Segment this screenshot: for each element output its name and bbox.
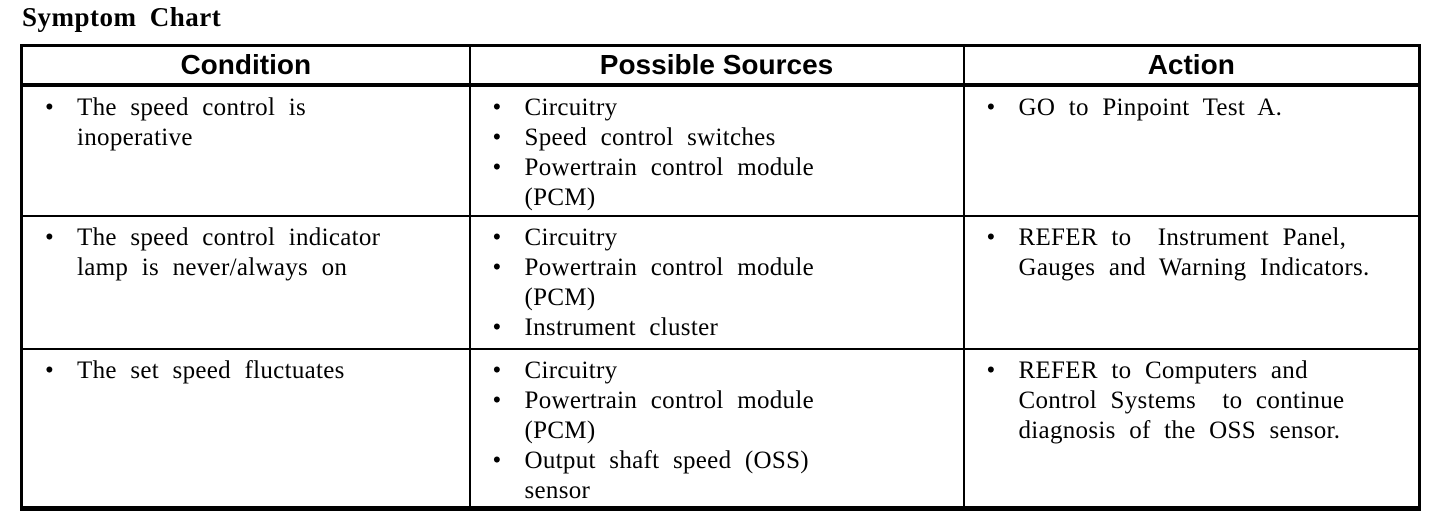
list-item: • REFER to Instrument Panel, Gauges and … bbox=[981, 223, 1409, 283]
bullet-icon: • bbox=[492, 446, 502, 474]
column-header-condition: Condition bbox=[20, 44, 471, 87]
column-header-possible-sources: Possible Sources bbox=[468, 44, 965, 87]
source-text: Powertrain control module (PCM) bbox=[524, 153, 814, 211]
list-item: • Instrument cluster bbox=[487, 313, 953, 343]
action-text: GO to Pinpoint Test A. bbox=[1018, 93, 1283, 121]
bullet-icon: • bbox=[492, 93, 502, 121]
condition-text: The speed control is inoperative bbox=[77, 93, 307, 151]
cell-possible-sources: • Circuitry • Powertrain control module … bbox=[468, 214, 965, 350]
action-text: REFER to Computers and Control Systems t… bbox=[1018, 356, 1345, 444]
condition-text: The set speed fluctuates bbox=[77, 356, 345, 384]
list-item: • The set speed fluctuates bbox=[39, 356, 459, 386]
list-item: • Circuitry bbox=[487, 356, 953, 386]
bullet-icon: • bbox=[492, 313, 502, 341]
action-text: REFER to Instrument Panel, Gauges and Wa… bbox=[1018, 223, 1370, 281]
bullet-icon: • bbox=[492, 153, 502, 181]
header-row: Condition Possible Sources Action bbox=[20, 44, 1421, 87]
column-header-action: Action bbox=[962, 44, 1421, 87]
list-item: • Speed control switches bbox=[487, 123, 953, 153]
source-text: Circuitry bbox=[524, 356, 618, 384]
source-text: Output shaft speed (OSS) sensor bbox=[524, 446, 809, 504]
list-item: • Output shaft speed (OSS) sensor bbox=[487, 446, 953, 506]
cell-action: • REFER to Instrument Panel, Gauges and … bbox=[962, 214, 1421, 350]
cell-action: • GO to Pinpoint Test A. bbox=[962, 83, 1421, 217]
condition-text: The speed control indicator lamp is neve… bbox=[77, 223, 381, 281]
bullet-icon: • bbox=[986, 93, 996, 121]
cell-condition: • The speed control indicator lamp is ne… bbox=[20, 214, 471, 350]
source-text: Speed control switches bbox=[524, 123, 776, 151]
bullet-icon: • bbox=[492, 123, 502, 151]
source-text: Circuitry bbox=[524, 93, 618, 121]
list-item: • Circuitry bbox=[487, 223, 953, 253]
list-item: • REFER to Computers and Control Systems… bbox=[981, 356, 1409, 446]
symptom-chart-table: Condition Possible Sources Action • The … bbox=[20, 44, 1421, 511]
table-row: • The set speed fluctuates • Circuitry •… bbox=[20, 347, 1421, 509]
list-item: • The speed control indicator lamp is ne… bbox=[39, 223, 459, 283]
page-title: Symptom Chart bbox=[22, 2, 222, 32]
bullet-icon: • bbox=[492, 223, 502, 251]
source-text: Instrument cluster bbox=[524, 313, 719, 341]
bullet-icon: • bbox=[45, 223, 55, 251]
list-item: • Powertrain control module (PCM) bbox=[487, 253, 953, 313]
table-row: • The speed control indicator lamp is ne… bbox=[20, 214, 1421, 350]
cell-possible-sources: • Circuitry • Speed control switches • P… bbox=[468, 83, 965, 217]
list-item: • GO to Pinpoint Test A. bbox=[981, 93, 1409, 123]
list-item: • Circuitry bbox=[487, 93, 953, 123]
source-text: Circuitry bbox=[524, 223, 618, 251]
bullet-icon: • bbox=[986, 223, 996, 251]
bullet-icon: • bbox=[492, 253, 502, 281]
list-item: • Powertrain control module (PCM) bbox=[487, 386, 953, 446]
list-item: • The speed control is inoperative bbox=[39, 93, 459, 153]
source-text: Powertrain control module (PCM) bbox=[524, 386, 814, 444]
table-row: • The speed control is inoperative • Cir… bbox=[20, 83, 1421, 217]
cell-condition: • The speed control is inoperative bbox=[20, 83, 471, 217]
list-item: • Powertrain control module (PCM) bbox=[487, 153, 953, 213]
cell-action: • REFER to Computers and Control Systems… bbox=[962, 347, 1421, 509]
bullet-icon: • bbox=[986, 356, 996, 384]
bullet-icon: • bbox=[45, 356, 55, 384]
cell-possible-sources: • Circuitry • Powertrain control module … bbox=[468, 347, 965, 509]
cell-condition: • The set speed fluctuates bbox=[20, 347, 471, 509]
source-text: Powertrain control module (PCM) bbox=[524, 253, 814, 311]
bullet-icon: • bbox=[45, 93, 55, 121]
bullet-icon: • bbox=[492, 356, 502, 384]
bullet-icon: • bbox=[492, 386, 502, 414]
